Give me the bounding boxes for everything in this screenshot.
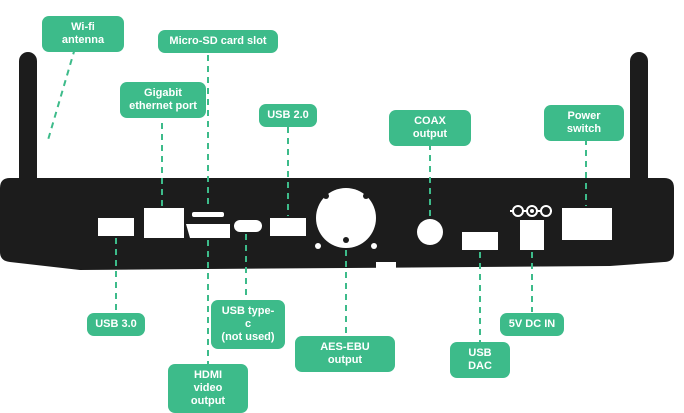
leader-wifi-antenna [47,37,79,141]
device-foot [376,262,396,270]
wifi-antenna-label: Wi-fi antenna [42,16,124,52]
gigabit-ethernet-label: Gigabit ethernet port [120,82,206,118]
hdmi-port [186,224,230,238]
micro-sd-label: Micro-SD card slot [158,30,278,53]
aes-pin-3 [343,237,349,243]
coax-label: COAX output [389,110,471,146]
aes-screw-left [315,243,321,249]
hdmi-label: HDMI video output [168,364,248,413]
aes-pin-2 [363,193,369,199]
dc-in-port [520,220,544,250]
usb3-port [98,218,134,236]
power-switch [562,208,612,240]
aes-screw-right [371,243,377,249]
usb2-label: USB 2.0 [259,104,317,127]
coax-connector [417,219,443,245]
device-diagram [0,37,674,364]
usb3-label: USB 3.0 [87,313,145,336]
power-switch-label: Power switch [544,105,624,141]
usb-type-c-label: USB type-c (not used) [211,300,285,349]
aes-ebu-connector [316,188,376,248]
left-antenna [19,52,37,187]
aes-ebu-label: AES-EBU output [295,336,395,372]
usb-c-port [234,220,262,232]
usb2-port [270,218,306,236]
micro-sd-slot [192,212,224,217]
usb-dac-label: USB DAC [450,342,510,378]
right-antenna [630,52,648,187]
dc-in-label: 5V DC IN [500,313,564,336]
ethernet-port [144,208,184,238]
aes-pin-1 [323,193,329,199]
usb-dac-port [462,232,498,250]
dc-polarity-icon [510,205,552,217]
